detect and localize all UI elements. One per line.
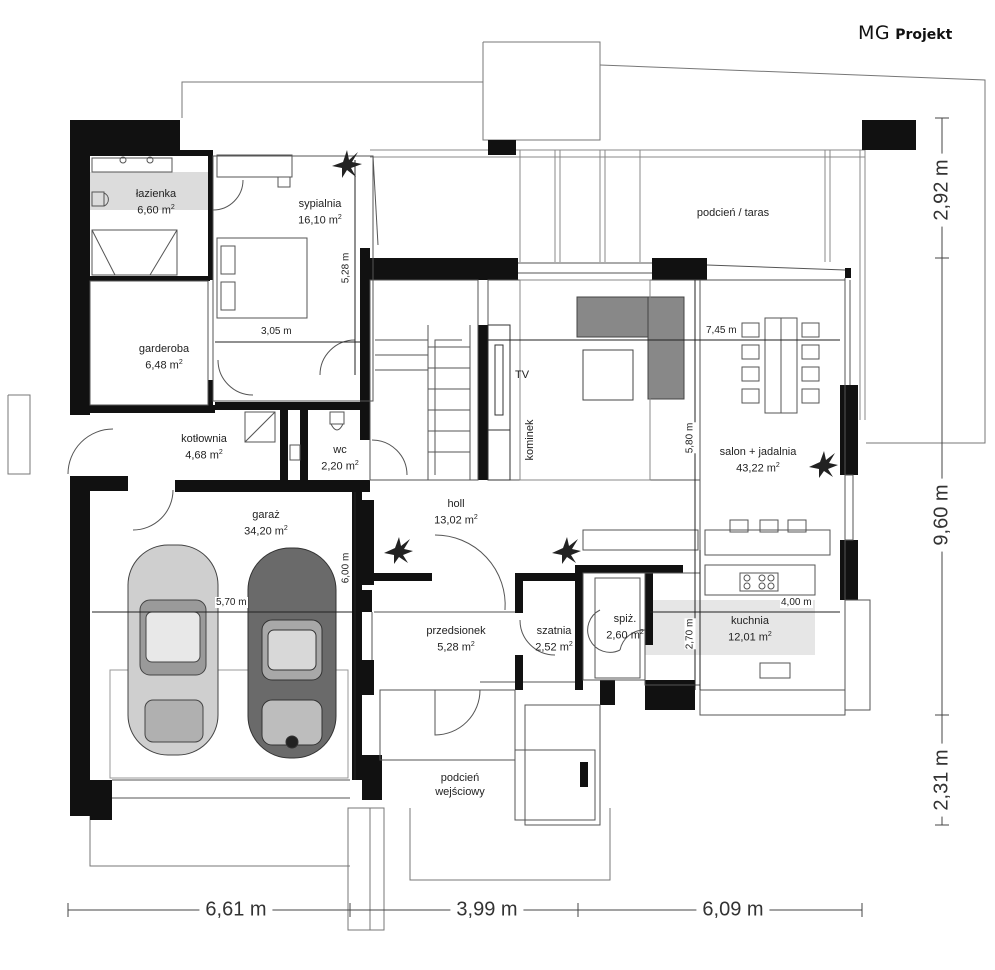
room-area: 16,10 m: [298, 214, 338, 227]
tv-label: TV: [514, 369, 530, 381]
parking-outline: [109, 669, 349, 779]
room-name: salon + jadalnia: [719, 446, 797, 458]
fireplace: [487, 324, 511, 481]
dim-bottom-middle: 3,99 m: [450, 898, 524, 922]
room-area: 34,20 m: [244, 525, 284, 538]
room-area: 2,60 m: [606, 629, 640, 642]
room-area-unit: 2: [354, 460, 359, 467]
room-label-salon: salon + jadalnia 43,22 m2: [720, 445, 797, 476]
room-label-przedsionek: przedsionek 5,28 m2: [426, 624, 485, 655]
room-name: wc: [333, 444, 347, 456]
room-area: 43,22 m: [736, 462, 776, 475]
dim-right-bottom: 2,31 m: [930, 743, 954, 817]
fireplace-label: kominek: [524, 419, 536, 461]
room-area-unit: 2: [473, 514, 478, 521]
room-area-unit: 2: [470, 641, 475, 648]
bathroom-floor: [90, 172, 210, 210]
room-label-garderoba: garderoba 6,48 m2: [139, 342, 189, 373]
room-name: kotłownia: [181, 433, 227, 445]
room-name: sypialnia: [298, 198, 342, 210]
room-area: 6,60 m: [137, 204, 171, 217]
room-area-unit: 2: [568, 641, 573, 648]
bathroom-fixtures: [91, 156, 178, 276]
room-area-unit: 2: [178, 359, 183, 366]
stairs: [375, 325, 471, 480]
brand-mg: MG: [858, 22, 891, 44]
room-label-wc: wc 2,20 m2: [321, 443, 359, 474]
room-area-unit: 2: [767, 631, 772, 638]
room-label-kotlownia: kotłownia 4,68 m2: [181, 432, 227, 463]
room-outlines: [89, 155, 871, 826]
room-name-line2: wejściowy: [435, 786, 485, 798]
room-area-unit: 2: [283, 525, 288, 532]
room-area: 12,01 m: [728, 631, 768, 644]
bedroom-furniture: [216, 154, 308, 319]
room-area-unit: 2: [775, 462, 780, 469]
dim-salon-depth: 5,80 m: [684, 422, 696, 454]
room-label-spiz: spiż. 2,60 m2: [606, 612, 644, 643]
living-furniture: [519, 279, 685, 481]
dim-salon-width: 7,45 m: [705, 325, 738, 336]
room-label-holl: holl 13,02 m2: [434, 497, 478, 528]
terrace-pergola: [370, 149, 866, 420]
dim-sypialnia-width: 3,05 m: [260, 326, 293, 337]
car-left: [127, 544, 219, 756]
dim-kuchnia-width: 4,00 m: [780, 597, 813, 608]
brand-logo: MG Projekt: [858, 22, 952, 44]
room-label-kuchnia: kuchnia 12,01 m2: [728, 614, 772, 645]
room-name: łazienka: [135, 188, 177, 200]
room-name: holl: [447, 498, 465, 510]
room-area: 2,52 m: [535, 641, 569, 654]
room-area: 6,48 m: [145, 359, 179, 372]
room-label-podcien: podcień wejściowy: [435, 771, 485, 799]
roof-outline: [7, 41, 986, 931]
brand-projekt: Projekt: [895, 27, 953, 43]
room-area: 13,02 m: [434, 514, 474, 527]
room-area: 5,28 m: [437, 641, 471, 654]
outer-dimension-lines: [67, 117, 949, 917]
room-label-lazienka: łazienka 6,60 m2: [136, 187, 176, 218]
dim-right-top: 2,92 m: [930, 153, 954, 227]
kitchen-counter: [582, 519, 831, 679]
room-name: podcień / taras: [696, 207, 770, 219]
room-area: 4,68 m: [185, 449, 219, 462]
dim-right-middle: 9,60 m: [930, 478, 954, 552]
dim-sypialnia-depth: 5,28 m: [340, 252, 352, 284]
room-name: szatnia: [536, 625, 572, 637]
windows: [371, 262, 846, 683]
dim-bottom-right: 6,09 m: [696, 898, 770, 922]
dining-table: [741, 317, 820, 414]
room-area-unit: 2: [337, 214, 342, 221]
room-name: garaż: [252, 509, 280, 521]
room-name: przedsionek: [426, 625, 486, 637]
wc-fixtures: [244, 411, 345, 461]
room-label-garaz: garaż 34,20 m2: [244, 508, 288, 539]
room-label-sypialnia: sypialnia 16,10 m2: [298, 197, 342, 228]
doors: [67, 179, 646, 736]
room-name: garderoba: [138, 343, 190, 355]
kitchen-floor: [645, 600, 815, 655]
room-name: spiż.: [613, 613, 637, 625]
room-area-unit: 2: [170, 204, 175, 211]
room-name: kuchnia: [731, 615, 769, 627]
dim-garaz-depth: 6,00 m: [340, 552, 352, 584]
room-name: podcień: [440, 772, 480, 784]
walls: [70, 120, 916, 820]
room-area-unit: 2: [639, 629, 644, 636]
plants: [332, 150, 838, 564]
room-label-taras: podcień / taras: [697, 206, 769, 220]
dim-bottom-left: 6,61 m: [199, 898, 273, 922]
room-area-unit: 2: [218, 449, 223, 456]
dim-kuchnia-depth: 2,70 m: [684, 618, 696, 650]
room-label-szatnia: szatnia 2,52 m2: [535, 624, 573, 655]
room-area: 2,20 m: [321, 460, 355, 473]
car-right: [247, 547, 337, 759]
dim-garaz-width: 5,70 m: [215, 597, 248, 608]
